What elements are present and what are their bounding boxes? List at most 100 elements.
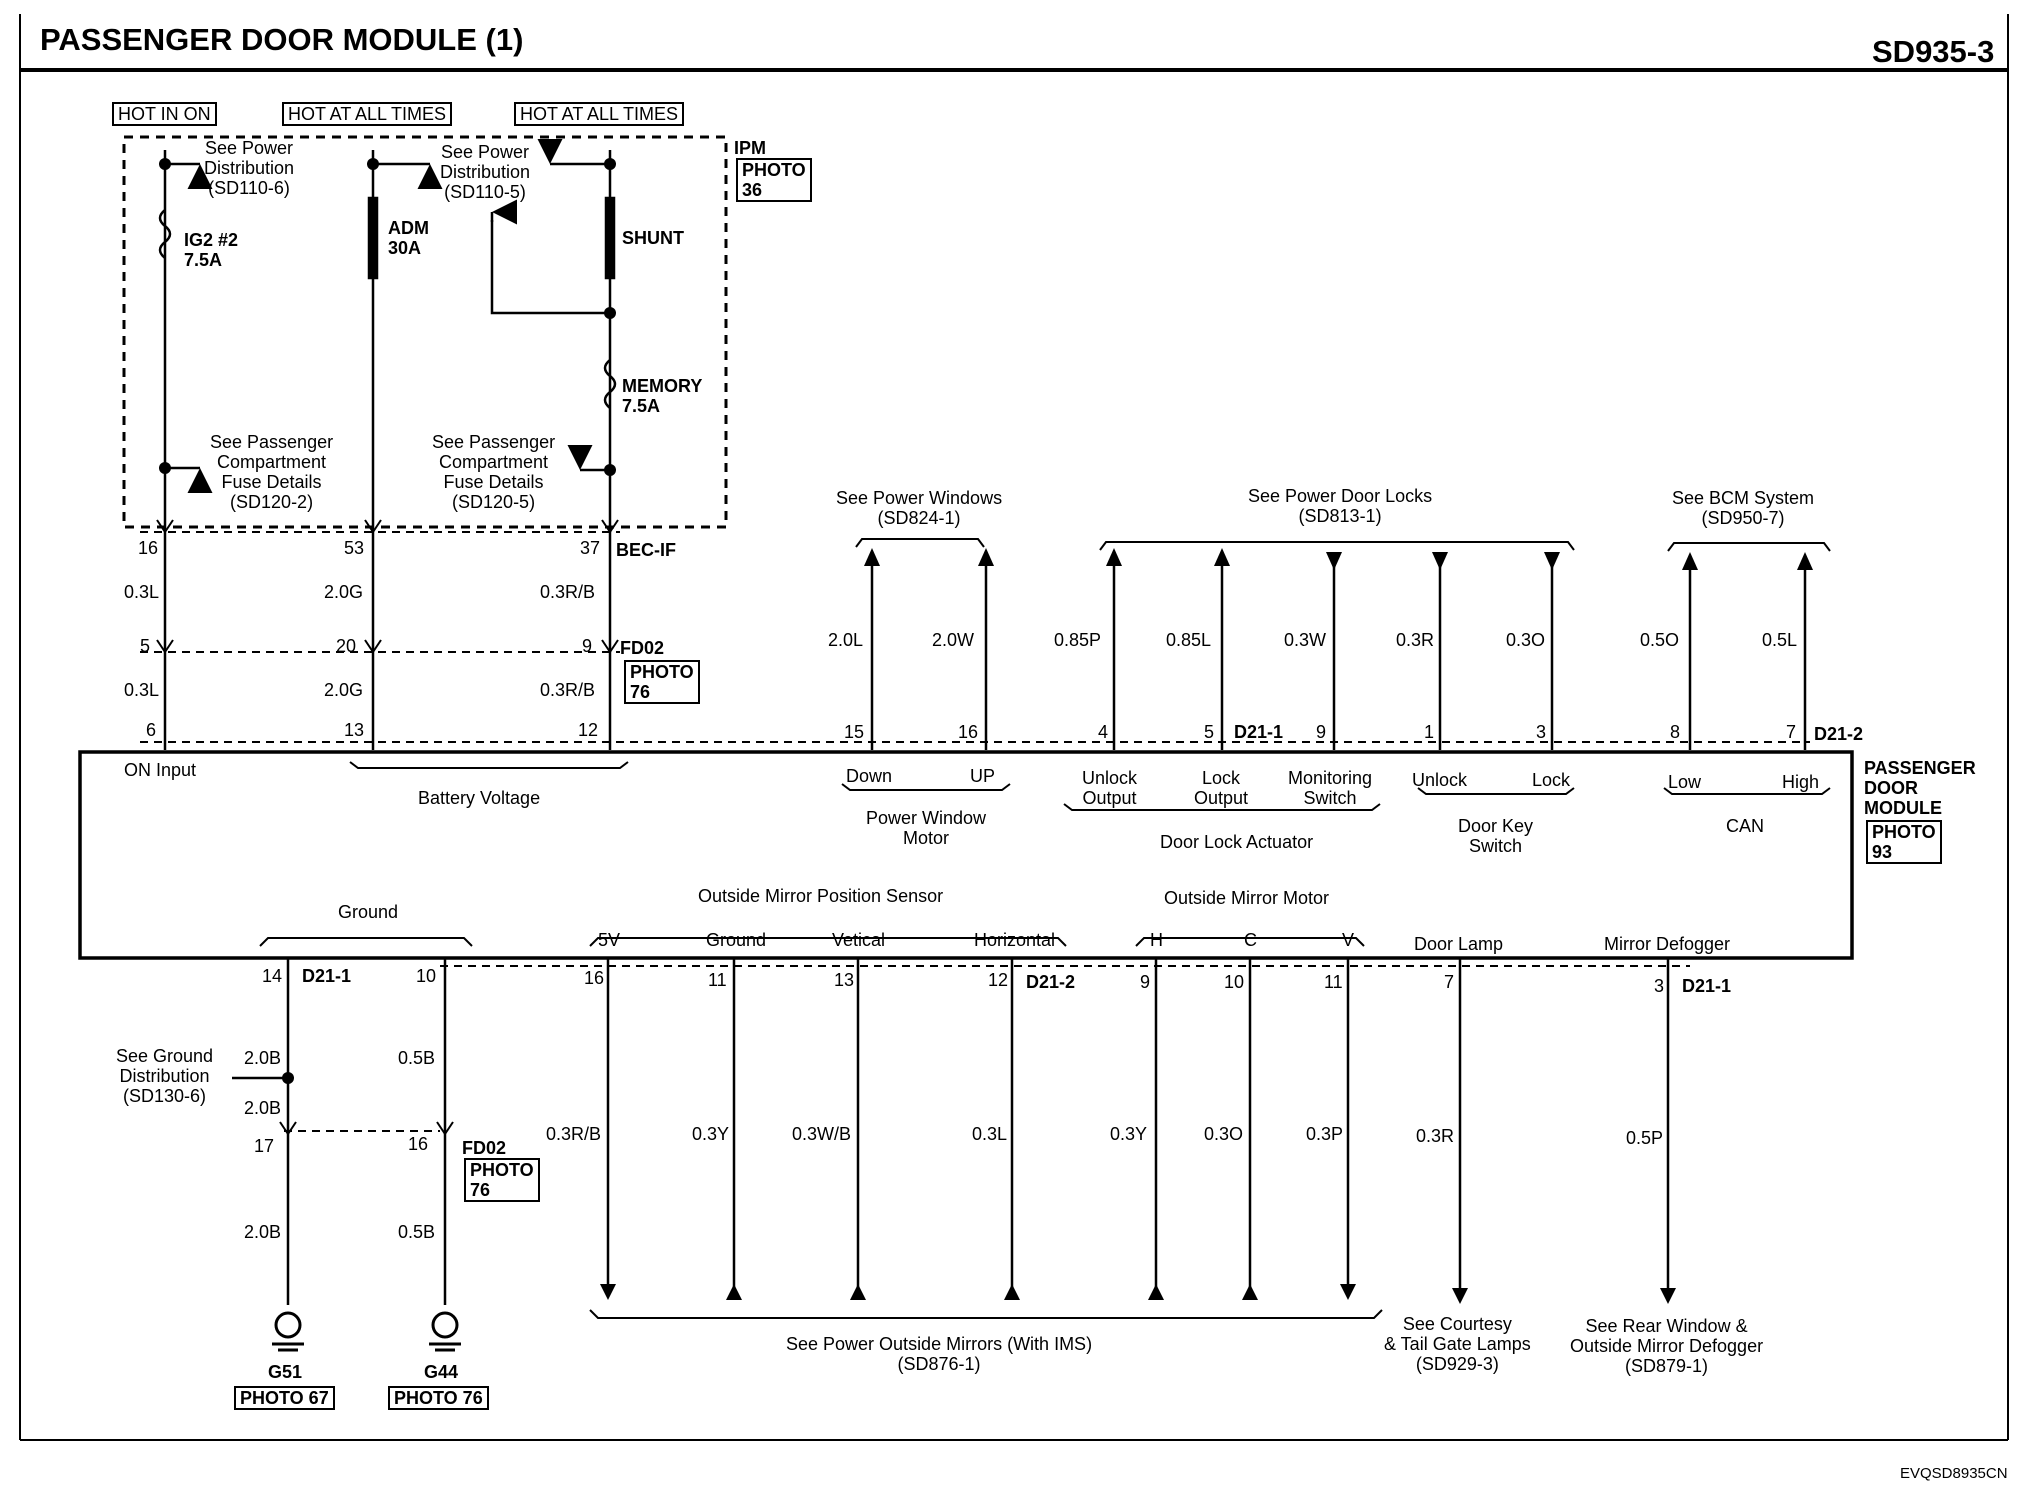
bracket-ground (259, 937, 473, 947)
connector-chevron-icon (156, 519, 174, 534)
arrow-down-icon (1326, 552, 1342, 570)
see-power-outside-mirrors-note: See Power Outside Mirrors (With IMS) (SD… (786, 1334, 1093, 1374)
arrow-down-icon (600, 1284, 616, 1300)
can-label: CAN (1726, 816, 1765, 836)
pin-number: 7 (1786, 722, 1797, 742)
arrow-up-icon (726, 1284, 742, 1300)
down-label: Down (846, 766, 893, 786)
pin-number: 7 (1444, 972, 1455, 992)
pin-number: 17 (254, 1136, 275, 1156)
bracket-battery (349, 761, 629, 769)
connector-d21-2-label: D21-2 (1814, 724, 1864, 744)
arrow-down-icon (1452, 1288, 1468, 1304)
arrow-down-icon (1544, 552, 1560, 570)
bracket-dks (1417, 787, 1575, 795)
arrow-up-icon (1106, 548, 1122, 566)
pin-number: 4 (1098, 722, 1109, 742)
connector-chevron-icon (601, 639, 619, 654)
arrow-up-icon (1242, 1284, 1258, 1300)
unlock-label: Unlock (1412, 770, 1468, 790)
pin-number: 16 (584, 968, 605, 988)
pin-number: 13 (344, 720, 365, 740)
junction-dot (604, 307, 616, 319)
fuse-memory-label: MEMORY 7.5A (622, 376, 703, 416)
sensor-ground-label: Ground (706, 930, 767, 950)
pin-number: 9 (1140, 972, 1151, 992)
outside-mirror-motor-label: Outside Mirror Motor (1164, 888, 1330, 908)
page-code: SD935-3 (1872, 34, 1995, 69)
wire-spec: 0.5L (1762, 630, 1798, 650)
wire-spec: 0.5B (398, 1048, 436, 1068)
see-bcm-system-note: See BCM System (SD950-7) (1672, 488, 1815, 528)
connector-d21-1-label: D21-1 (302, 966, 352, 986)
fuse-memory-symbol (603, 359, 617, 409)
wire-spec: 0.3O (1204, 1124, 1244, 1144)
pin-number: 10 (416, 966, 437, 986)
pin-number: 16 (138, 538, 159, 558)
pin-number: 1 (1424, 722, 1435, 742)
bracket-sensor (589, 937, 1067, 947)
wire-spec: 0.3W/B (792, 1124, 852, 1144)
ipm-photo-ref: PHOTO 36 (736, 158, 812, 202)
arrow-down-icon (1660, 1288, 1676, 1304)
connector-d21-1-label: D21-1 (1682, 976, 1732, 996)
arrow-down-icon (1340, 1284, 1356, 1300)
wire-spec: 2.0B (244, 1048, 282, 1068)
outside-mirror-position-sensor-label: Outside Mirror Position Sensor (698, 886, 944, 906)
mirror-defogger-label: Mirror Defogger (1604, 934, 1731, 954)
see-fuse-details-note: See Passenger Compartment Fuse Details (… (432, 432, 556, 512)
ground-g44-photo-ref: PHOTO 76 (388, 1386, 489, 1410)
junction-dot (604, 158, 616, 170)
module-photo-ref: PHOTO 93 (1866, 820, 1942, 864)
pin-number: 12 (578, 720, 599, 740)
see-fuse-details-note: See Passenger Compartment Fuse Details (… (210, 432, 334, 512)
wire-spec: 0.5P (1626, 1128, 1664, 1148)
connector-d21-2-label: D21-2 (1026, 972, 1076, 992)
see-rear-window-defogger-note: See Rear Window & Outside Mirror Defogge… (1570, 1316, 1764, 1376)
motor-h-label: H (1150, 930, 1163, 950)
fuse-adm-label: ADM 30A (388, 218, 429, 258)
motor-v-label: V (1342, 930, 1355, 950)
wire-spec: 0.3R/B (540, 582, 596, 602)
lock-output-label: Lock Output (1194, 768, 1249, 808)
pin-number: 16 (408, 1134, 429, 1154)
pin-number: 14 (262, 966, 283, 986)
wire-spec: 0.3R (1396, 630, 1435, 650)
arrow-up-icon (1797, 552, 1813, 570)
fuse-ig2-symbol (158, 209, 172, 259)
shunt-symbol (604, 196, 616, 280)
wire-spec: 2.0G (324, 680, 364, 700)
wire-spec: 2.0B (244, 1098, 282, 1118)
ground-group-label: Ground (338, 902, 399, 922)
pin-number: 13 (834, 970, 855, 990)
see-ground-distribution-note: See Ground Distribution (SD130-6) (116, 1046, 214, 1106)
bracket-dla (1063, 803, 1381, 811)
ground-g51-label: G51 (268, 1362, 303, 1382)
pin-number: 20 (336, 636, 357, 656)
motor-c-label: C (1244, 930, 1257, 950)
see-power-distribution-note: See Power Distribution (SD110-6) (204, 138, 295, 198)
pin-number: 3 (1536, 722, 1547, 742)
bracket-pwm (841, 783, 1011, 791)
see-power-distribution-note: See Power Distribution (SD110-5) (440, 142, 531, 202)
connector-chevron-icon (364, 639, 382, 654)
pin-number: 5 (140, 636, 151, 656)
fuse-ig2-label: IG2 #2 7.5A (184, 230, 239, 270)
wire-spec: 0.3Y (1110, 1124, 1148, 1144)
shunt-branch (490, 220, 610, 315)
pin-number: 16 (958, 722, 979, 742)
wire-spec: 0.3Y (692, 1124, 730, 1144)
wire-spec: 2.0W (932, 630, 975, 650)
can-low-label: Low (1668, 772, 1702, 792)
arrow-up-icon (850, 1284, 866, 1300)
fd02-connector-label: FD02 (620, 638, 665, 658)
on-input-label: ON Input (124, 760, 197, 780)
wire-spec: 0.3W (1284, 630, 1327, 650)
fuse-adm-symbol (367, 196, 379, 280)
hot-at-all-times-label: HOT AT ALL TIMES (282, 102, 453, 126)
wire-spec: 0.5O (1640, 630, 1680, 650)
arrow-up-icon (1148, 1284, 1164, 1300)
battery-voltage-label: Battery Voltage (418, 788, 541, 808)
ground-g51-symbol (274, 1311, 302, 1339)
pin-number: 6 (146, 720, 157, 740)
